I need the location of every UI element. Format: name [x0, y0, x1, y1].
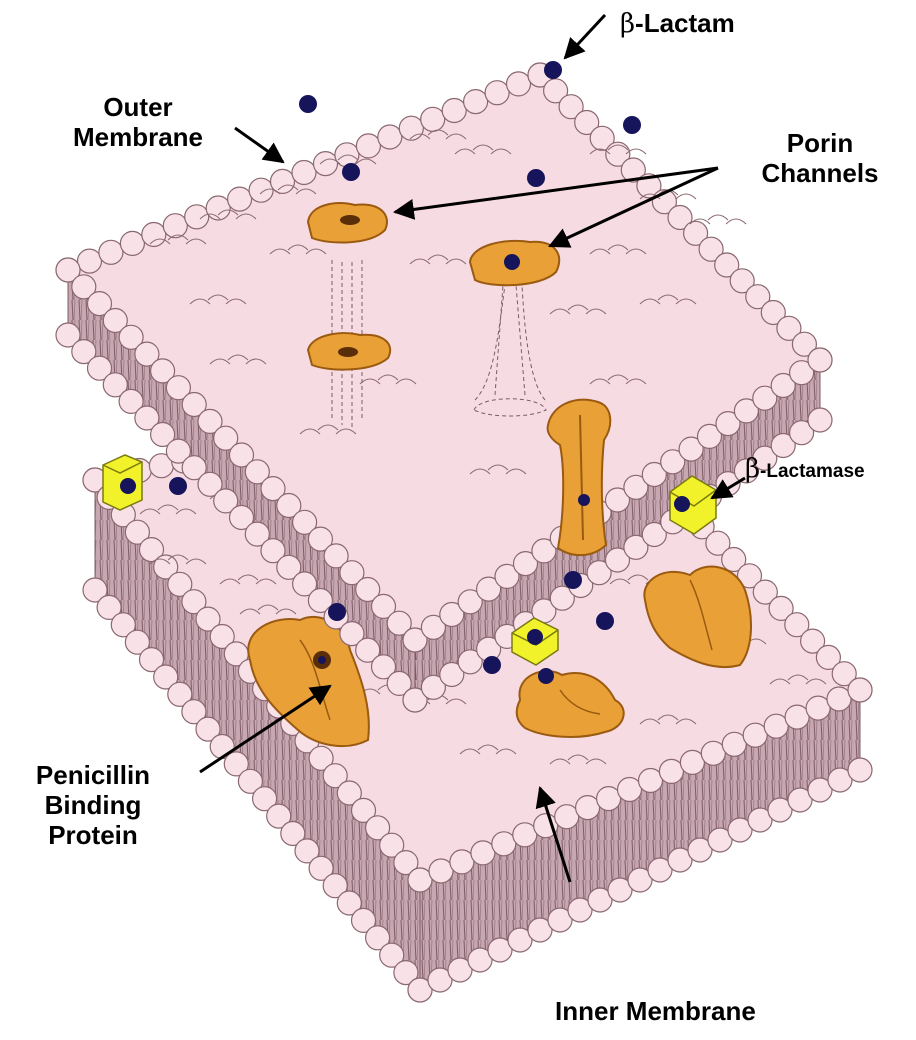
- beta-lactam-dot: [483, 656, 501, 674]
- lipid-head: [485, 81, 509, 105]
- beta-symbol: β: [745, 454, 760, 484]
- arrow-beta-lactam: [565, 15, 605, 58]
- lipid-head: [421, 107, 445, 131]
- lipid-head: [701, 741, 725, 765]
- lipid-head: [120, 231, 144, 255]
- inner-membrane-label: Inner Membrane: [555, 996, 756, 1026]
- beta-lactamase-cube-left: [103, 455, 142, 510]
- outer-membrane-label-line: Outer: [68, 92, 208, 122]
- beta-symbol: β: [620, 9, 635, 39]
- lipid-head: [399, 116, 423, 140]
- lipid-head: [659, 759, 683, 783]
- beta-lactam-dot: [596, 612, 614, 630]
- beta-lactam-dot: [299, 95, 317, 113]
- beta-lactam-text: -Lactam: [635, 8, 735, 38]
- lipid-head: [185, 205, 209, 229]
- lipid-head: [356, 134, 380, 158]
- lipid-head: [163, 214, 187, 238]
- lipid-head: [228, 187, 252, 211]
- lipid-head: [314, 152, 338, 176]
- beta-lactam-dot: [564, 571, 582, 589]
- porin-channels-label: Porin Channels: [750, 128, 890, 188]
- lipid-head: [848, 678, 872, 702]
- porin-channels-label-line: Channels: [750, 158, 890, 188]
- pbp-label-line: Protein: [8, 820, 178, 850]
- beta-lactam-dot: [342, 163, 360, 181]
- inner-membrane-text: Inner Membrane: [555, 996, 756, 1026]
- beta-lactamase-text: -Lactamase: [760, 461, 865, 482]
- lipid-head: [378, 125, 402, 149]
- lipid-head: [576, 796, 600, 820]
- lipid-head: [142, 223, 166, 247]
- beta-lactam-dot: [527, 169, 545, 187]
- lipid-head: [450, 850, 474, 874]
- lipid-head: [78, 249, 102, 273]
- beta-lactamase-label: β-Lactamase: [745, 453, 865, 487]
- lipid-head: [292, 161, 316, 185]
- outer-membrane-label: Outer Membrane: [68, 92, 208, 152]
- lipid-head: [848, 758, 872, 782]
- lipid-head: [442, 99, 466, 123]
- lipid-head: [408, 868, 432, 892]
- lipid-head: [206, 196, 230, 220]
- outer-membrane-label-line: Membrane: [68, 122, 208, 152]
- beta-lactam-label: β-Lactam: [620, 8, 735, 39]
- lipid-head: [808, 348, 832, 372]
- lipid-head: [492, 832, 516, 856]
- lipid-head: [808, 408, 832, 432]
- lipid-head: [99, 240, 123, 264]
- beta-lactam-dot: [544, 61, 562, 79]
- porin-channels-label-line: Porin: [750, 128, 890, 158]
- lipid-head: [507, 72, 531, 96]
- lipid-head: [785, 705, 809, 729]
- beta-lactam-dot: [169, 477, 187, 495]
- beta-lactam-dot: [328, 603, 346, 621]
- arrow-outer-membrane: [235, 128, 283, 162]
- pbp-label-line: Penicillin: [8, 760, 178, 790]
- lipid-head: [618, 778, 642, 802]
- lipid-head: [464, 90, 488, 114]
- pbp-label-line: Binding: [8, 790, 178, 820]
- lipid-head: [249, 178, 273, 202]
- lipid-head: [743, 723, 767, 747]
- penicillin-binding-protein-label: Penicillin Binding Protein: [8, 760, 178, 850]
- beta-lactam-dot: [623, 116, 641, 134]
- lipid-head: [827, 687, 851, 711]
